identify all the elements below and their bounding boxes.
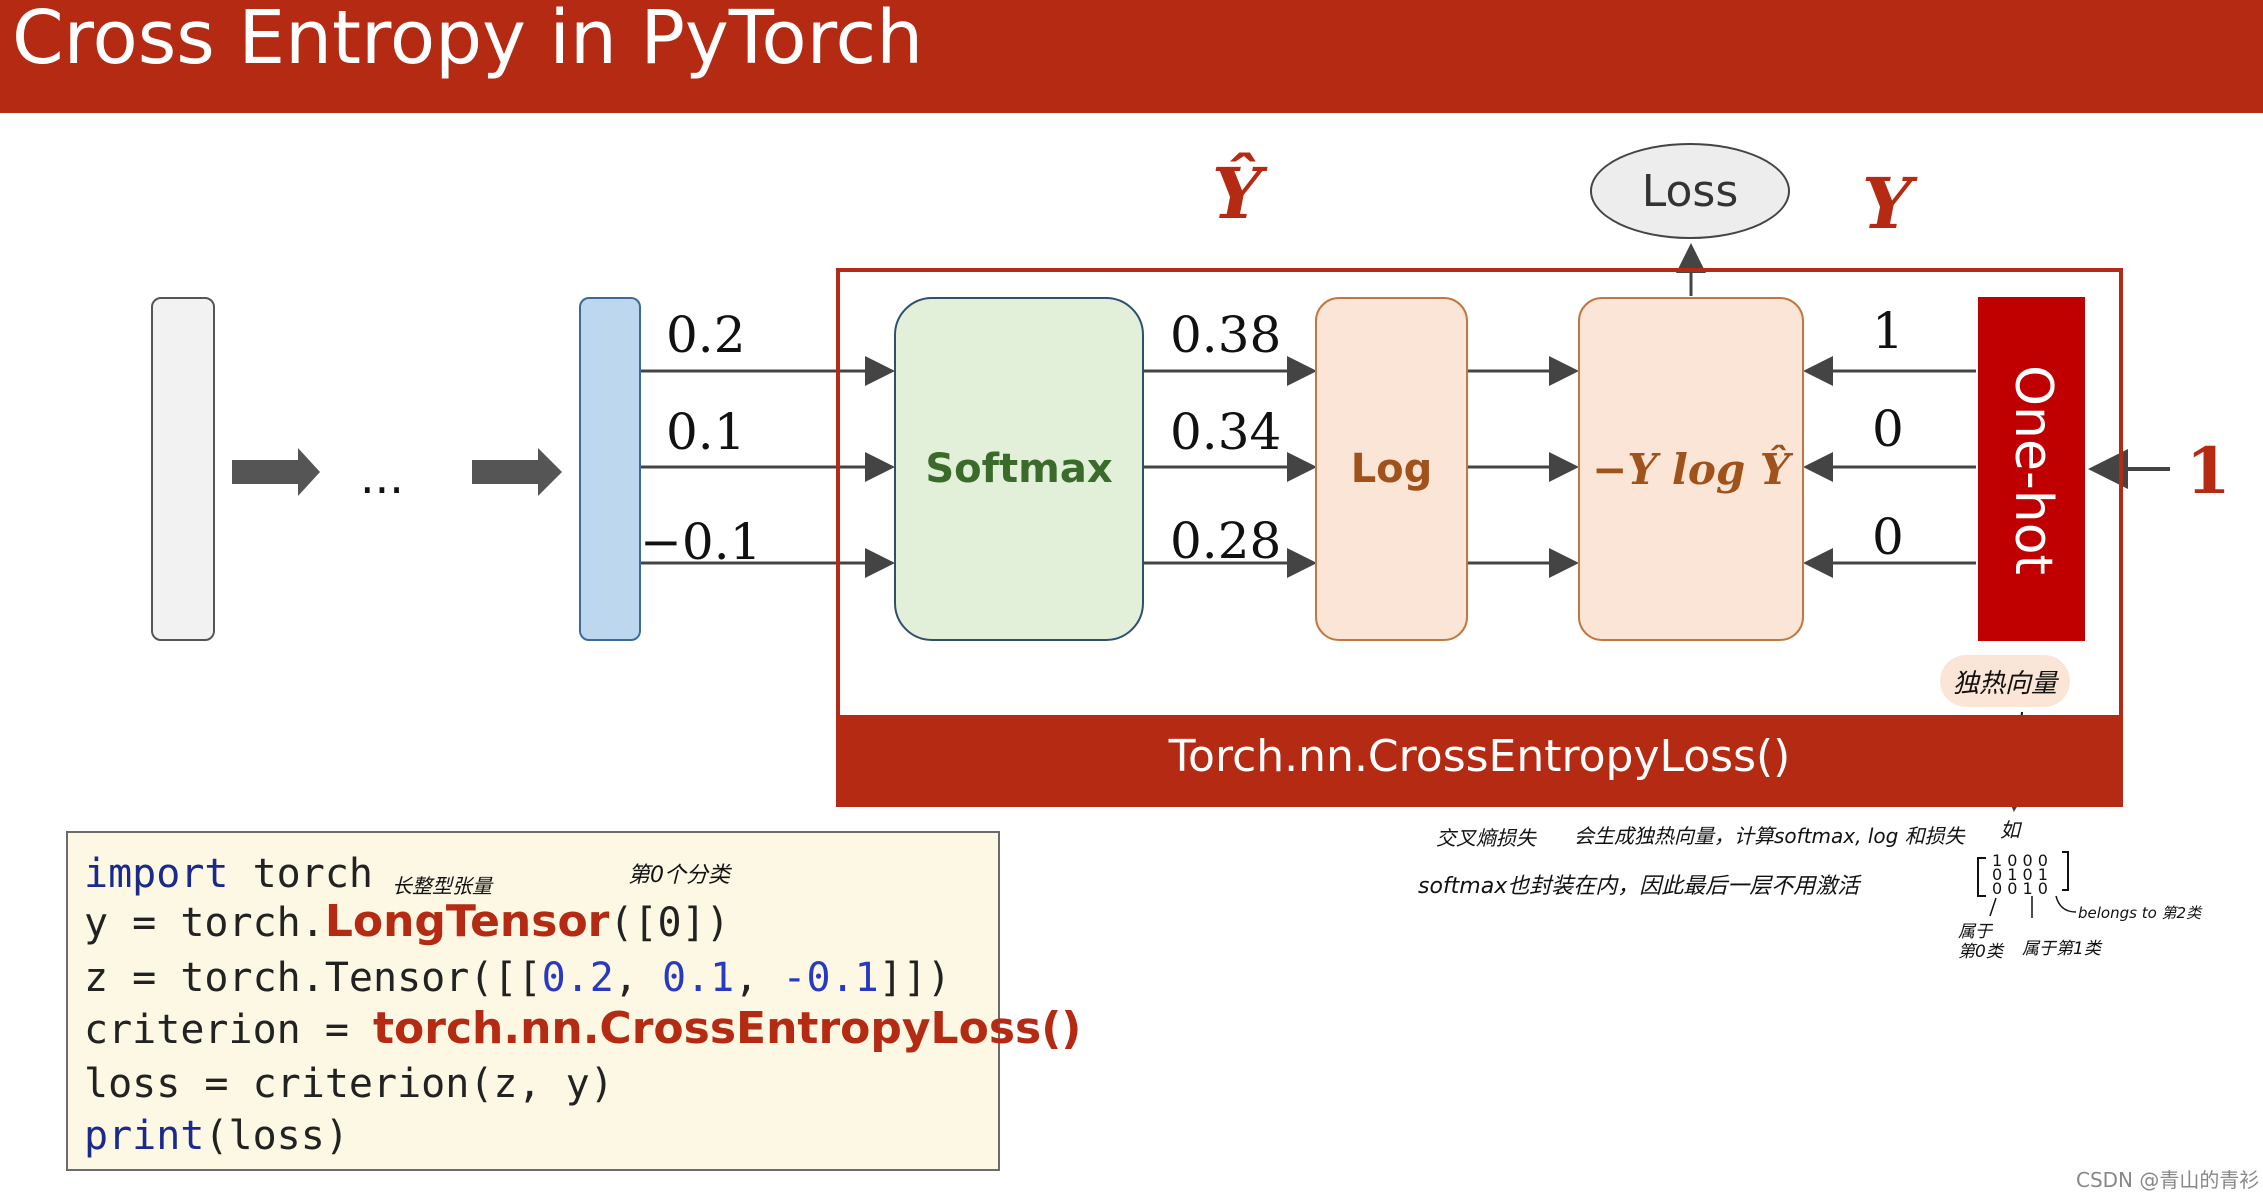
code-line-5: loss = criterion(z, y) xyxy=(84,1061,614,1107)
onehot-value-2: 0 xyxy=(1872,400,1904,458)
log-node: Log xyxy=(1315,297,1468,641)
page-title: Cross Entropy in PyTorch xyxy=(12,0,924,81)
code-y-prefix: y = torch. xyxy=(84,900,325,946)
code-y-suffix: ([0]) xyxy=(609,900,730,946)
formula-label: −Y log Ŷ xyxy=(1592,444,1790,494)
code-line-4: criterion = torch.nn.CrossEntropyLoss() xyxy=(84,1007,1081,1053)
softmax-node: Softmax xyxy=(894,297,1144,641)
softmax-label: Softmax xyxy=(925,446,1113,492)
note-class0: 属于第0类 xyxy=(1958,922,2003,962)
onehot-tag: 独热向量 xyxy=(1940,655,2070,707)
note-generate: 会生成独热向量，计算softmax, log 和损失 xyxy=(1574,824,1965,848)
crossentropy-caption-bar xyxy=(836,715,2123,807)
code-longtensor: LongTensor xyxy=(324,896,610,947)
ellipsis: ... xyxy=(360,450,404,504)
code-z-val3: -0.1 xyxy=(782,955,879,1001)
note-ru: 如 xyxy=(2000,818,2020,842)
matrix-bracket-right xyxy=(2062,851,2069,891)
matrix-pointer-1 xyxy=(1989,897,1997,917)
matrix-row-3: 0 0 1 0 xyxy=(1992,879,2048,898)
code-z-sep2: , xyxy=(734,955,783,1001)
note-class0-hand: 第0个分类 xyxy=(628,863,730,888)
logit-value-3: −0.1 xyxy=(640,513,762,571)
code-z-prefix: z = torch.Tensor([[ xyxy=(84,955,542,1001)
code-line-1: import torch xyxy=(84,852,373,896)
prob-value-2: 0.34 xyxy=(1170,403,1282,461)
prob-value-1: 0.38 xyxy=(1170,306,1282,364)
crossentropy-caption: Torch.nn.CrossEntropyLoss() xyxy=(1168,731,1791,782)
note-class1: 属于第1类 xyxy=(2022,939,2101,959)
onehot-label: One-hot xyxy=(2003,365,2063,575)
code-z-val2: 0.1 xyxy=(661,955,735,1001)
logit-layer xyxy=(579,297,641,641)
input-layer xyxy=(151,297,215,641)
code-import-keyword: import xyxy=(84,851,229,897)
note-crossentropy: 交叉熵损失 xyxy=(1436,826,1536,850)
matrix-row-1: 1 0 0 0 xyxy=(1992,851,2048,870)
title-bar xyxy=(0,0,2263,113)
code-line-6: print(loss) xyxy=(84,1114,349,1158)
watermark: CSDN @青山的青衫 xyxy=(2076,1168,2260,1192)
logit-value-1: 0.2 xyxy=(666,306,746,364)
loss-label: Loss xyxy=(1641,165,1739,217)
logit-value-2: 0.1 xyxy=(666,403,746,461)
formula-node: −Y log Ŷ xyxy=(1578,297,1804,641)
y-label: Y xyxy=(1862,162,1912,245)
matrix-pointer-3 xyxy=(2055,895,2077,913)
note-longtensor: 长整型张量 xyxy=(392,874,492,898)
code-line-2: y = torch.LongTensor([0]) xyxy=(84,900,730,946)
code-box xyxy=(66,831,1000,1171)
block-arrow-1 xyxy=(232,448,320,496)
note-belongs: belongs to 第2类 xyxy=(2078,904,2202,922)
onehot-value-3: 0 xyxy=(1872,508,1904,566)
matrix-row-2: 0 1 0 1 xyxy=(1992,865,2048,884)
note-softmax: softmax也封装在内，因此最后一层不用激活 xyxy=(1418,874,1860,899)
onehot-value-1: 1 xyxy=(1872,302,1904,360)
onehot-tag-label: 独热向量 xyxy=(1952,668,2057,699)
log-label: Log xyxy=(1350,446,1433,492)
code-z-val1: 0.2 xyxy=(541,955,614,1001)
code-line-3: z = torch.Tensor([[0.2, 0.1, -0.1]]) xyxy=(84,956,951,1000)
code-z-suffix: ]]) xyxy=(878,955,951,1001)
code-z-sep1: , xyxy=(613,955,662,1001)
onehot-node xyxy=(1978,297,2085,641)
loss-node: Loss xyxy=(1590,143,1790,239)
code-crossentropy: torch.nn.CrossEntropyLoss() xyxy=(372,1003,1082,1054)
matrix-bracket-left xyxy=(1977,857,1986,897)
code-criterion-prefix: criterion = xyxy=(84,1007,373,1053)
code-print-rest: (loss) xyxy=(204,1113,349,1159)
prob-value-3: 0.28 xyxy=(1170,512,1282,570)
code-print-keyword: print xyxy=(84,1113,205,1159)
code-import-rest: torch xyxy=(228,851,373,897)
yhat-label: Ŷ xyxy=(1212,152,1262,235)
target-value: 1 xyxy=(2186,434,2231,509)
block-arrow-2 xyxy=(472,448,562,496)
